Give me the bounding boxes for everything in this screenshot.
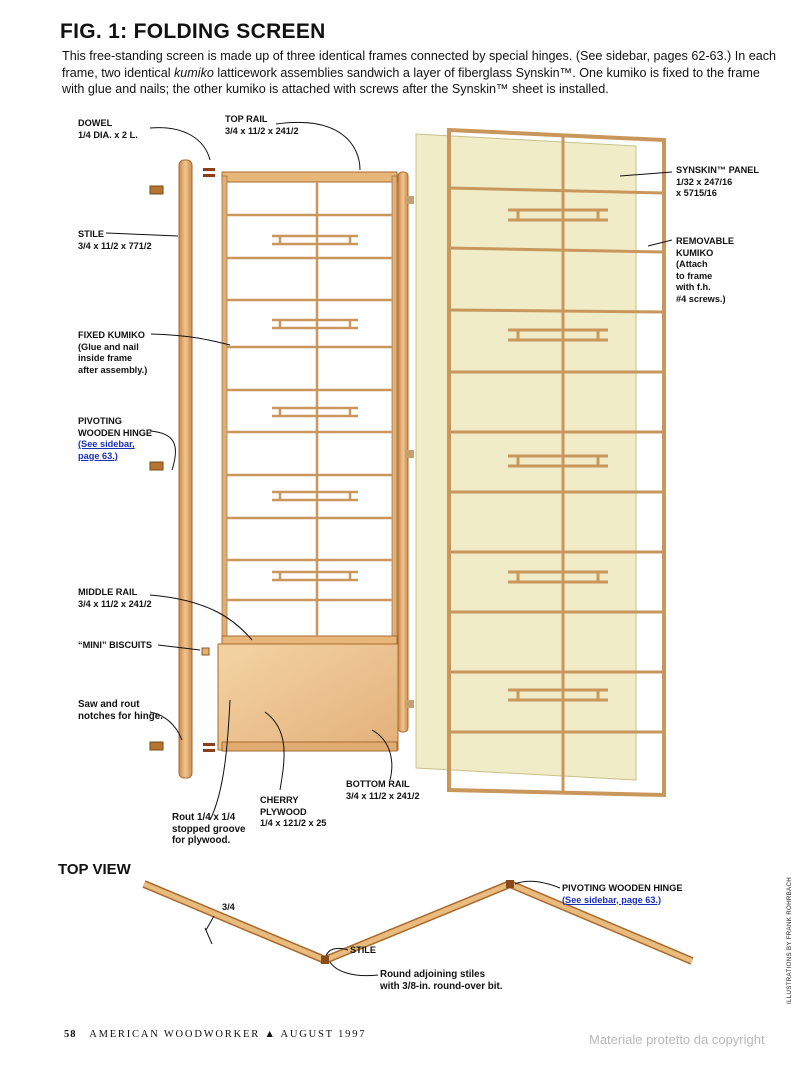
loose-stile <box>149 159 210 779</box>
copyright-watermark: Materiale protetto da copyright <box>589 1032 765 1047</box>
pivoting-hinge-sidebar-link[interactable]: (See sidebar,page 63.) <box>78 439 135 461</box>
top-view-dimension: 3/4 <box>222 902 235 912</box>
page-number: 58 <box>64 1029 77 1040</box>
removable-kumiko-lattice <box>447 127 666 798</box>
illustration-credit: ILLUSTRATIONS BY FRANK ROHRBACH <box>786 877 793 1004</box>
magazine-name: AMERICAN WOODWORKER <box>89 1029 260 1040</box>
fixed-kumiko-lattice <box>227 182 392 636</box>
top-view-diagram <box>142 880 694 977</box>
page-footer: 58 AMERICAN WOODWORKER ▲ AUGUST 1997 <box>64 1029 366 1040</box>
top-view-title: TOP VIEW <box>58 861 131 878</box>
top-view-stile-label: STILE <box>350 945 377 955</box>
top-view-hinge-label: PIVOTING WOODEN HINGE (See sidebar, page… <box>562 883 683 905</box>
issue-date: AUGUST 1997 <box>280 1029 367 1040</box>
dowel-pieces <box>203 168 215 752</box>
mini-biscuits-label: “MINI” BISCUITS <box>78 640 153 650</box>
intro-paragraph: This free-standing screen is made up of … <box>62 49 777 96</box>
main-frame <box>217 171 414 752</box>
figure-title: FIG. 1: FOLDING SCREEN <box>60 20 326 43</box>
leader-lines <box>105 122 673 821</box>
top-view-sidebar-link[interactable]: (See sidebar, page 63.) <box>562 894 662 905</box>
footer-triangle-icon: ▲ <box>264 1029 277 1040</box>
